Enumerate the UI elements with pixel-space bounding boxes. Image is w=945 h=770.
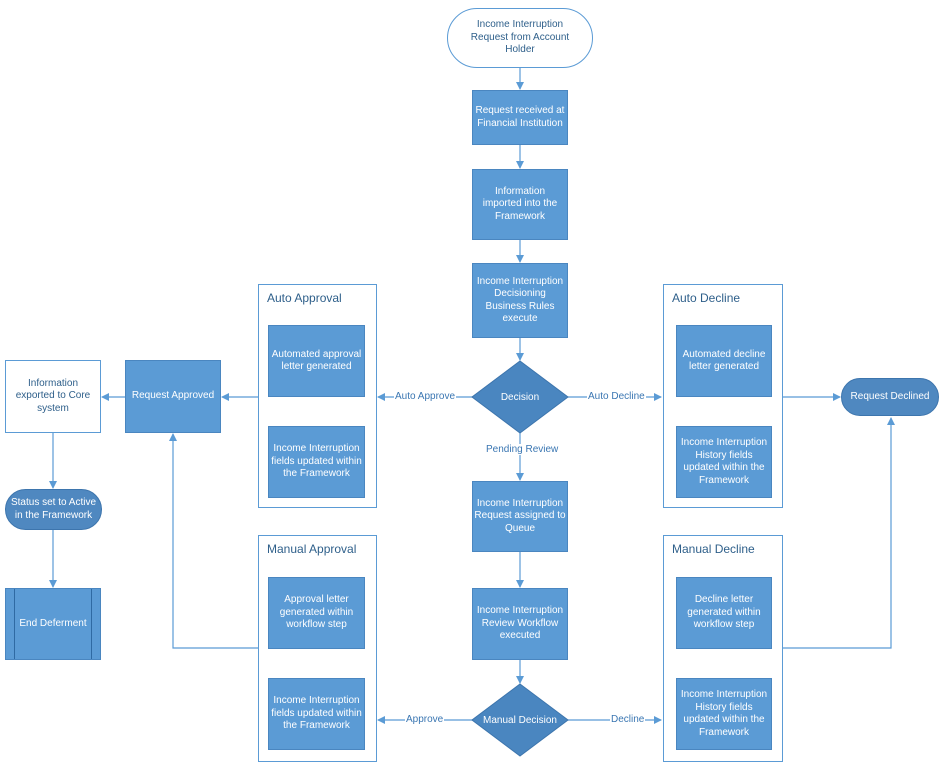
request-received-label: Request received at Financial Institutio…: [475, 105, 565, 129]
request-approved-step: Request Approved: [125, 360, 221, 433]
manual-decline-letter-step: Decline letter generated within workflow…: [676, 577, 772, 649]
start-label: Income Interruption Request from Account…: [470, 19, 570, 56]
manual-approval-letter-step: Approval letter generated within workflo…: [268, 577, 365, 649]
decline-label: Decline: [610, 714, 646, 725]
end-deferment-label: End Deferment: [19, 617, 87, 629]
auto-approval-fields-label: Income Interruption fields updated withi…: [271, 443, 362, 480]
business-rules-label: Income Interruption Decisioning Business…: [476, 275, 564, 325]
manual-approval-group: Manual Approval Approval letter generate…: [258, 535, 377, 762]
auto-approval-fields-step: Income Interruption fields updated withi…: [268, 426, 365, 498]
auto-approval-title: Auto Approval: [267, 291, 342, 305]
auto-approval-group: Auto Approval Automated approval letter …: [258, 284, 377, 508]
business-rules-step: Income Interruption Decisioning Business…: [472, 263, 568, 338]
approve-label: Approve: [405, 714, 445, 725]
auto-decline-letter-label: Automated decline letter generated: [682, 348, 766, 373]
auto-approval-letter-step: Automated approval letter generated: [268, 325, 365, 397]
auto-approve-label: Auto Approve: [394, 391, 457, 402]
manual-decline-group: Manual Decline Decline letter generated …: [663, 535, 783, 762]
queue-assignment-step: Income Interruption Request assigned to …: [472, 481, 568, 552]
manual-approval-letter-label: Approval letter generated within workflo…: [279, 594, 354, 631]
auto-approval-letter-label: Automated approval letter generated: [271, 348, 362, 373]
pending-review-label: Pending Review: [485, 444, 560, 455]
decision-label: Decision: [500, 391, 540, 403]
auto-decline-history-label: Income Interruption History fields updat…: [680, 437, 768, 486]
review-workflow-step: Income Interruption Review Workflow exec…: [472, 588, 568, 660]
information-exported-label: Information exported to Core system: [15, 377, 91, 414]
request-declined-label: Request Declined: [850, 390, 930, 402]
manual-approval-fields-label: Income Interruption fields updated withi…: [271, 695, 362, 732]
review-workflow-label: Income Interruption Review Workflow exec…: [476, 605, 564, 642]
auto-decline-letter-step: Automated decline letter generated: [676, 325, 772, 397]
auto-decline-title: Auto Decline: [672, 291, 741, 305]
information-imported-step: Information imported into the Framework: [472, 169, 568, 240]
auto-decline-label: Auto Decline: [587, 391, 646, 402]
manual-approval-title: Manual Approval: [267, 542, 357, 556]
manual-decline-history-label: Income Interruption History fields updat…: [680, 689, 768, 738]
edge-manualdecline-declined: [783, 417, 895, 649]
queue-assignment-label: Income Interruption Request assigned to …: [474, 497, 566, 534]
edge-manualapproval-approved: [169, 433, 258, 649]
information-exported-step: Information exported to Core system: [5, 360, 101, 433]
manual-decline-history-step: Income Interruption History fields updat…: [676, 678, 772, 750]
request-declined-terminal: Request Declined: [841, 378, 939, 416]
request-received-step: Request received at Financial Institutio…: [472, 90, 568, 145]
manual-decline-title: Manual Decline: [672, 542, 755, 556]
information-imported-label: Information imported into the Framework: [482, 185, 558, 222]
manual-decline-letter-label: Decline letter generated within workflow…: [687, 594, 761, 631]
status-active-terminal: Status set to Active in the Framework: [5, 489, 102, 530]
end-deferment-step: End Deferment: [5, 588, 101, 660]
start-node: Income Interruption Request from Account…: [447, 8, 593, 68]
decision-diamond: [471, 360, 569, 434]
status-active-label: Status set to Active in the Framework: [10, 497, 97, 521]
auto-decline-history-step: Income Interruption History fields updat…: [676, 426, 772, 498]
manual-decision-diamond: [471, 683, 569, 757]
manual-decision-label: Manual Decision: [483, 714, 557, 726]
manual-approval-fields-step: Income Interruption fields updated withi…: [268, 678, 365, 750]
request-approved-label: Request Approved: [131, 390, 215, 402]
auto-decline-group: Auto Decline Automated decline letter ge…: [663, 284, 783, 508]
